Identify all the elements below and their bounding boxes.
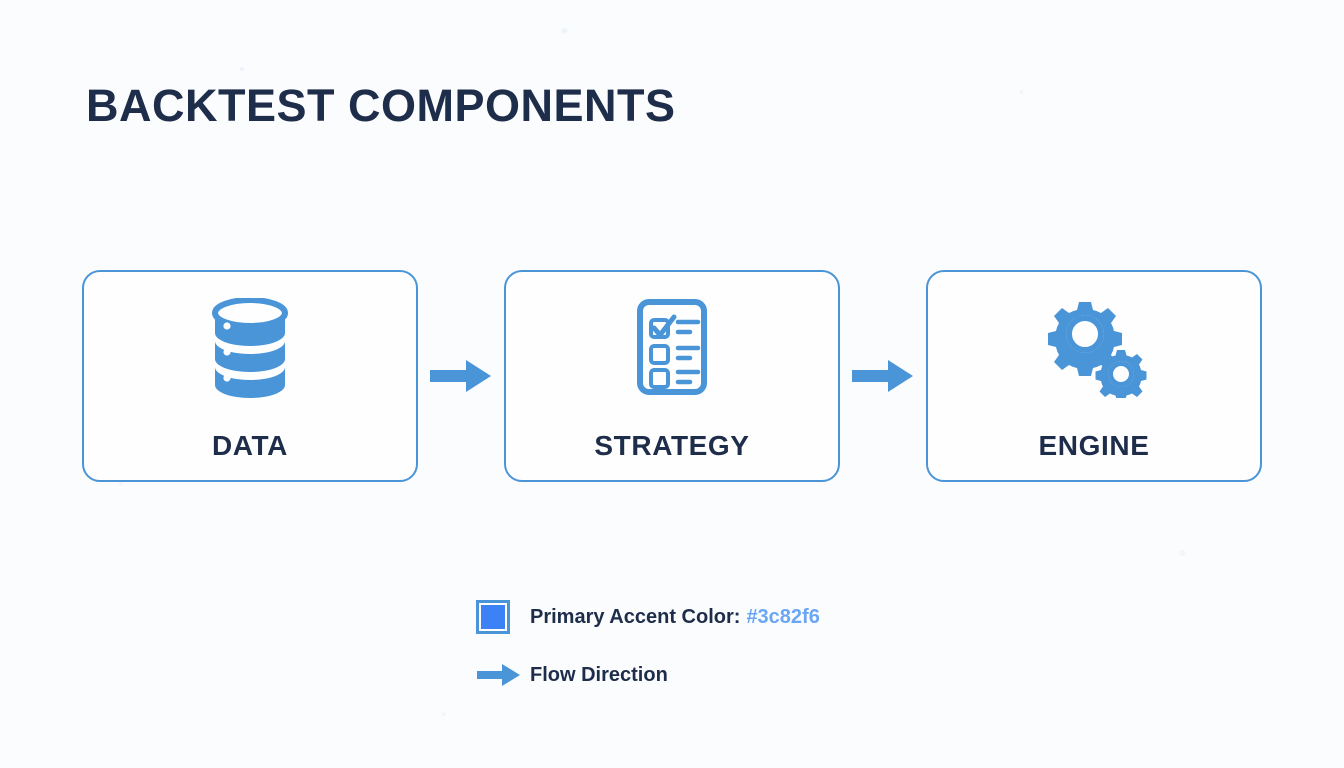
legend: Primary Accent Color: #3c82f6 Flow Direc… bbox=[476, 598, 820, 694]
database-icon bbox=[207, 296, 293, 400]
checklist-icon bbox=[626, 296, 718, 400]
component-card-label: STRATEGY bbox=[594, 430, 750, 461]
legend-item-accent-color: Primary Accent Color: #3c82f6 bbox=[476, 598, 820, 636]
component-card-engine[interactable]: ENGINE bbox=[926, 270, 1262, 482]
color-swatch bbox=[476, 600, 530, 634]
legend-item-flow-direction: Flow Direction bbox=[476, 656, 820, 694]
page-title: BACKTEST COMPONENTS bbox=[86, 80, 676, 131]
arrow-right-icon bbox=[426, 353, 496, 399]
arrow-right-icon bbox=[476, 662, 530, 688]
component-card-label: ENGINE bbox=[1038, 430, 1150, 461]
component-flow-diagram: DATA STRA bbox=[82, 268, 1262, 484]
legend-label: Primary Accent Color: bbox=[530, 605, 741, 628]
legend-label: Flow Direction bbox=[530, 663, 668, 686]
legend-accent-hex-value: #3c82f6 bbox=[746, 605, 820, 628]
gears-icon bbox=[1041, 296, 1147, 400]
component-card-strategy[interactable]: STRATEGY bbox=[504, 270, 840, 482]
component-card-data[interactable]: DATA bbox=[82, 270, 418, 482]
component-card-label: DATA bbox=[211, 430, 288, 461]
arrow-right-icon bbox=[848, 353, 918, 399]
